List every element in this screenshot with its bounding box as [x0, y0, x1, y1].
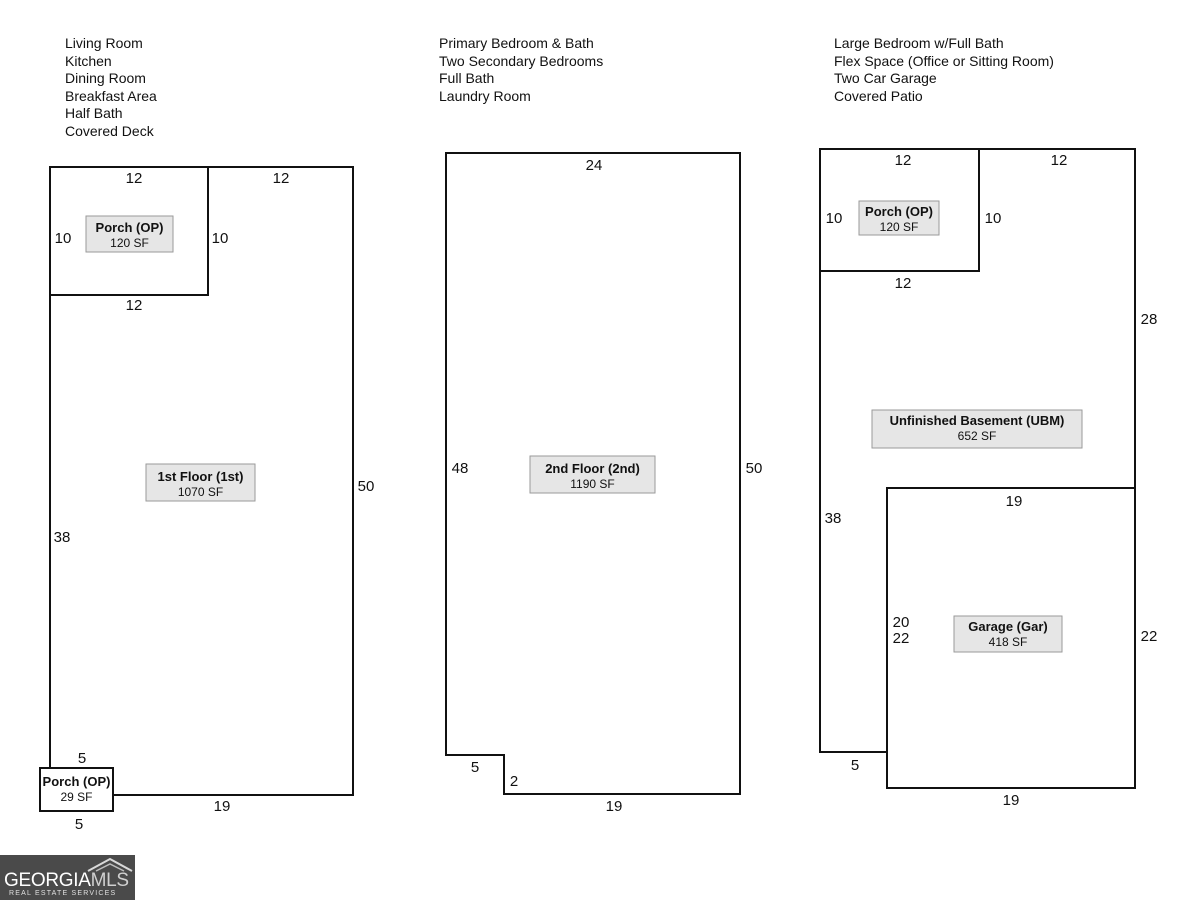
room-item: Primary Bedroom & Bath	[439, 35, 594, 51]
first-floor-label-box	[145, 463, 256, 502]
room-item: Two Car Garage	[834, 70, 937, 87]
dimension-label: 5	[78, 750, 86, 767]
basement-label-box	[871, 409, 1083, 449]
dimension-label: 38	[825, 510, 842, 527]
basement-area: 652 SF	[958, 429, 997, 443]
logo-wordmark: GEORGIAMLS	[4, 870, 129, 892]
porch-label: Porch (OP)	[865, 204, 933, 219]
logo-tagline: REAL ESTATE SERVICES	[9, 890, 117, 897]
room-item: Flex Space (Office or Sitting Room)	[834, 52, 1054, 69]
basement-room-list: Large Bedroom w/Full Bath Flex Space (Of…	[834, 35, 1054, 105]
garage-label: Garage (Gar)	[968, 619, 1047, 634]
small-porch-area: 29 SF	[60, 790, 92, 804]
dimension-label: 12	[1051, 152, 1068, 169]
dimension-label: 48	[452, 460, 469, 477]
porch-label-box	[858, 200, 940, 236]
room-item: Two Secondary Bedrooms	[439, 52, 604, 69]
basement-label: Unfinished Basement (UBM)	[890, 413, 1065, 428]
basement-plan: Porch (OP) 120 SF Unfinished Basement (U…	[819, 148, 1158, 809]
dimension-label: 50	[358, 478, 375, 495]
room-item: Large Bedroom w/Full Bath	[834, 35, 1004, 51]
small-porch-label: Porch (OP)	[43, 774, 111, 789]
dimension-label: 19	[1006, 493, 1023, 510]
dimension-label: 28	[1141, 311, 1158, 328]
georgia-mls-logo: GEORGIAMLS REAL ESTATE SERVICES	[0, 855, 135, 900]
room-item: Kitchen	[65, 52, 112, 69]
room-item: Laundry Room	[439, 87, 531, 104]
first-floor-plan: Porch (OP) 120 SF 1st Floor (1st) 1070 S…	[39, 166, 375, 833]
dimension-label: 12	[895, 152, 912, 169]
dimension-label: 50	[746, 460, 763, 477]
porch-label: Porch (OP)	[96, 220, 164, 235]
porch-area: 120 SF	[880, 220, 919, 234]
first-floor-porch-outline	[49, 166, 209, 296]
basement-porch-outline	[819, 148, 980, 272]
garage-label-box	[953, 615, 1063, 653]
room-item: Covered Patio	[834, 87, 923, 104]
first-floor-room-list: Living Room Kitchen Dining Room Breakfas…	[65, 35, 157, 141]
garage-outline	[886, 487, 1136, 789]
dimension-label: 10	[826, 210, 843, 227]
garage-area: 418 SF	[989, 635, 1028, 649]
dimension-label: 12	[895, 275, 912, 292]
room-item: Half Bath	[65, 105, 123, 122]
dimension-label: 12	[126, 297, 143, 314]
dimension-label: 5	[75, 816, 83, 833]
room-item: Breakfast Area	[65, 87, 157, 104]
logo-brand-suffix: MLS	[90, 870, 129, 891]
porch-label-box	[85, 215, 174, 253]
dimension-label: 19	[1003, 792, 1020, 809]
room-item: Full Bath	[439, 70, 495, 87]
basement-outline	[819, 148, 1136, 789]
first-floor-label: 1st Floor (1st)	[158, 469, 244, 484]
dimension-label: 12	[273, 170, 290, 187]
dimension-label: 20	[893, 614, 910, 631]
small-porch-outline	[39, 767, 114, 812]
dimension-label: 2	[510, 773, 518, 790]
dimension-label: 10	[985, 210, 1002, 227]
dimension-label: 10	[212, 230, 229, 247]
roof-icon	[87, 857, 133, 872]
second-floor-label: 2nd Floor (2nd)	[545, 461, 640, 476]
dimension-label: 19	[214, 798, 231, 815]
dimension-label: 22	[1141, 628, 1158, 645]
porch-area: 120 SF	[110, 236, 149, 250]
first-floor-area: 1070 SF	[178, 485, 223, 499]
dimension-label: 19	[606, 798, 623, 815]
second-floor-label-box	[529, 455, 656, 494]
second-floor-room-list: Primary Bedroom & Bath Two Secondary Bed…	[439, 35, 603, 105]
dimension-label: 10	[55, 230, 72, 247]
dimension-label: 38	[54, 529, 71, 546]
second-floor-outline	[445, 152, 741, 795]
dimension-label: 24	[586, 157, 603, 174]
dimension-label: 5	[471, 759, 479, 776]
dimension-label: 12	[126, 170, 143, 187]
dimension-label: 22	[893, 630, 910, 647]
room-item: Living Room	[65, 35, 143, 51]
room-item: Dining Room	[65, 70, 146, 87]
second-floor-plan: 2nd Floor (2nd) 1190 SF 24 48 50 5 2 19	[445, 152, 763, 815]
dimension-label: 5	[851, 757, 859, 774]
logo-brand: GEORGIA	[4, 870, 91, 891]
room-item: Covered Deck	[65, 122, 154, 139]
second-floor-area: 1190 SF	[570, 477, 614, 491]
